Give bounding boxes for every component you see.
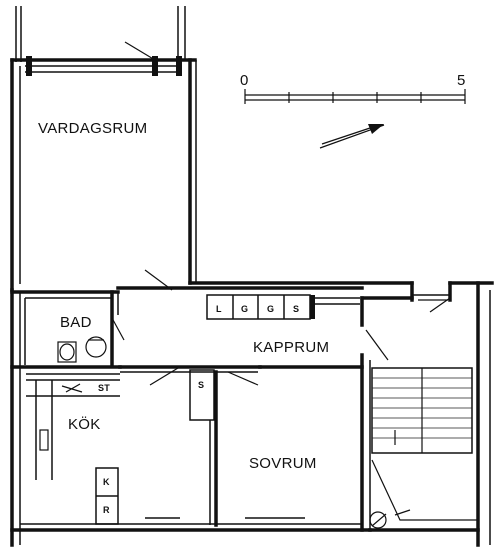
staircase <box>369 367 478 529</box>
room-label-bad: BAD <box>60 314 92 331</box>
k-unit-label: K <box>103 477 110 487</box>
hall-closets <box>116 286 364 320</box>
closet-label-3: G <box>267 304 274 314</box>
room-label-vardagsrum: VARDAGSRUM <box>38 120 147 137</box>
north-arrow-icon <box>319 124 385 149</box>
scale-end-label: 5 <box>457 72 466 89</box>
room-label-sovrum: SOVRUM <box>249 455 317 472</box>
balcony <box>15 6 186 62</box>
scale-start-label: 0 <box>240 72 249 89</box>
closet-label-4: S <box>293 304 299 314</box>
stair-hall-walls <box>360 281 494 547</box>
st-unit-label: ST <box>98 383 110 393</box>
living-room-walls <box>10 56 414 292</box>
bathroom <box>10 288 125 547</box>
room-label-kok: KÖK <box>68 415 101 433</box>
room-label-kapprum: KAPPRUM <box>253 339 329 356</box>
closet-label-2: G <box>241 304 248 314</box>
closet-label-1: L <box>216 304 222 314</box>
r-unit-label: R <box>103 505 110 515</box>
kitchen-closet-label: S <box>198 380 204 390</box>
interior-walls <box>26 365 364 527</box>
scale-bar: 0 5 <box>240 72 466 104</box>
bottom-wall <box>10 517 480 532</box>
